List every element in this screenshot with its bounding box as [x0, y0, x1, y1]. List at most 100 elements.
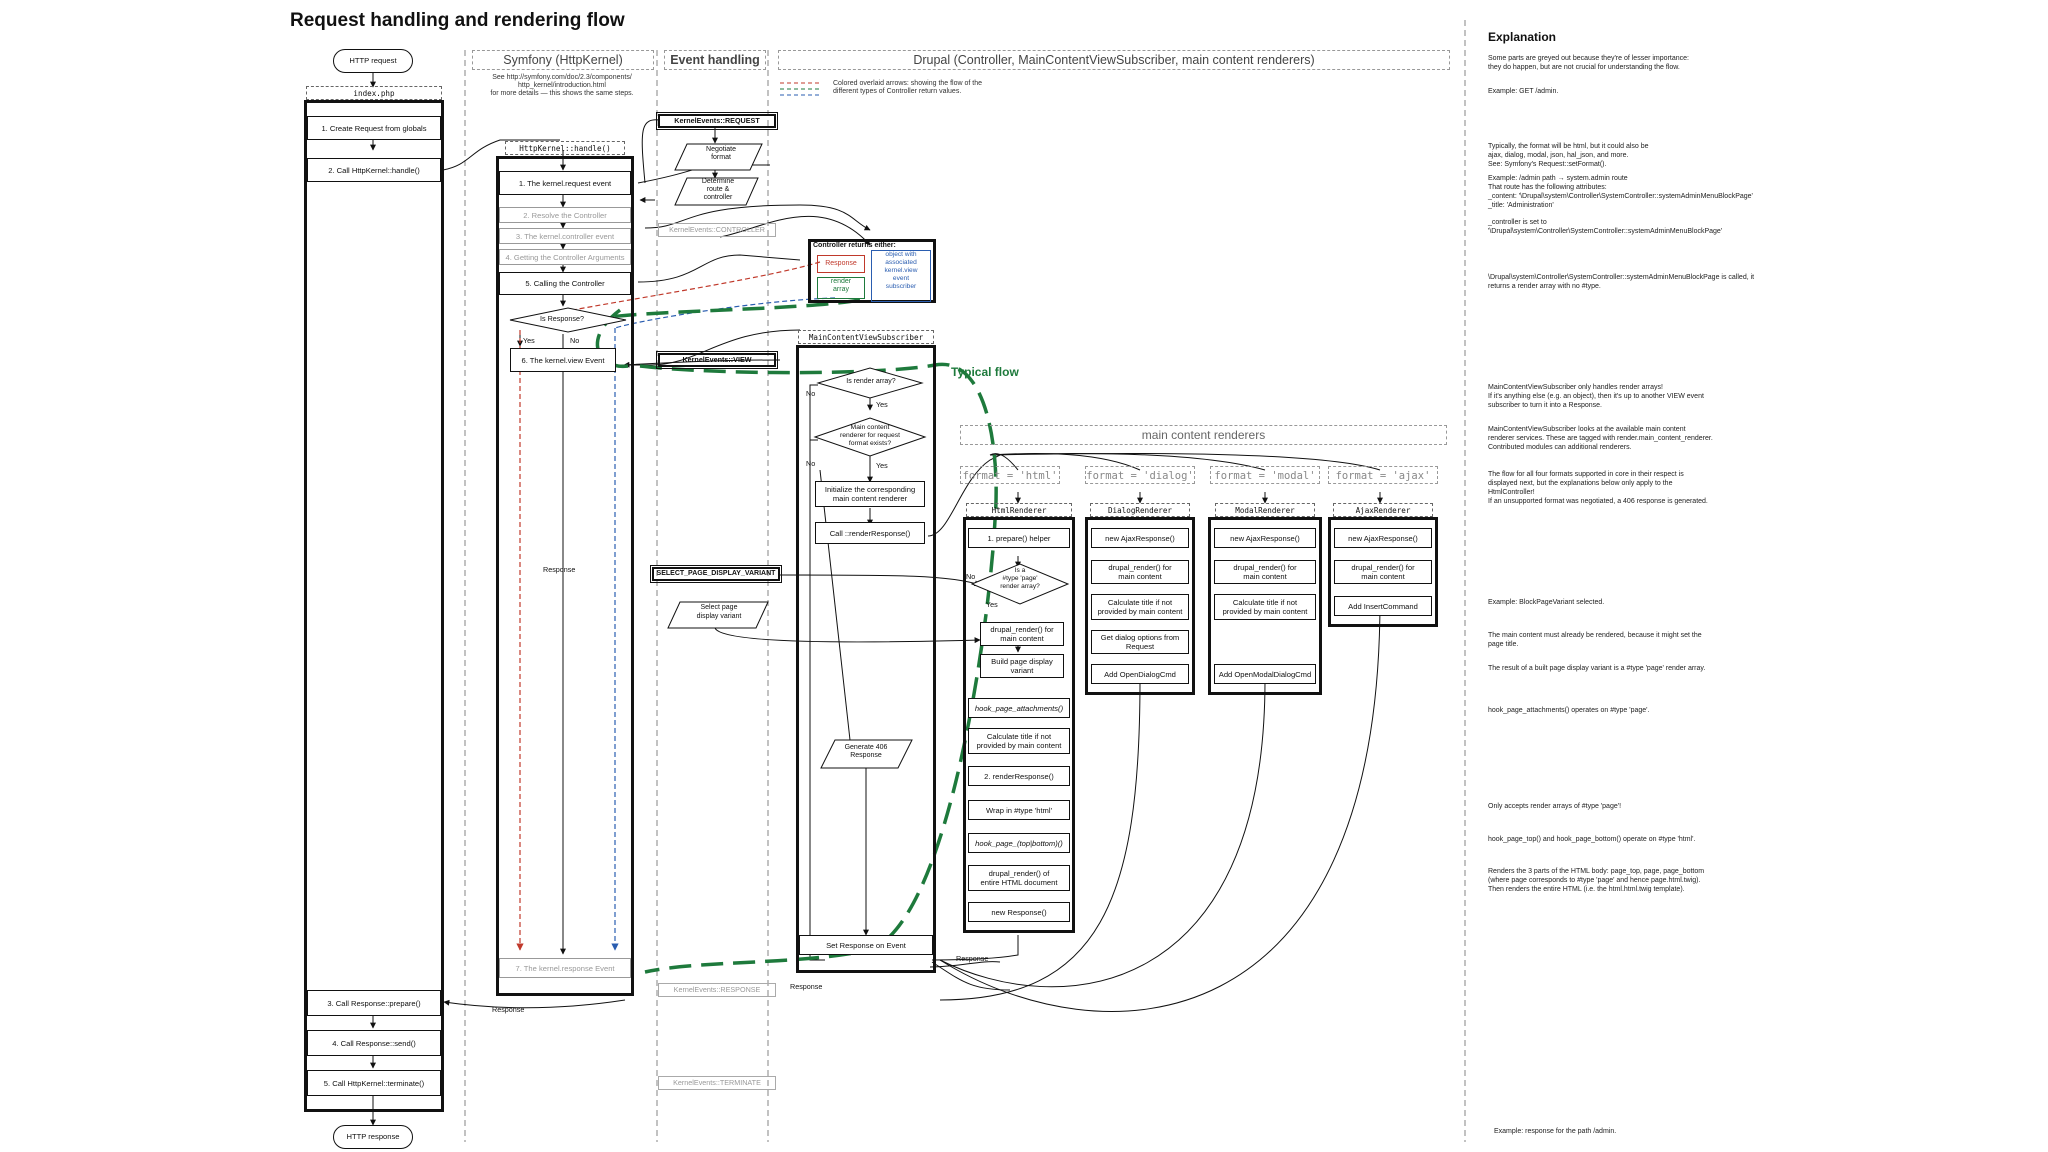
dialog-step-2: drupal_render() for main content [1091, 560, 1189, 584]
format-modal: format = 'modal' [1210, 466, 1320, 484]
explanation-note-controller: _controller is set to '\Drupal\system\Co… [1488, 219, 1723, 235]
html-step-render-response: 2. renderResponse() [968, 766, 1070, 786]
kernel-step-5: 5. Calling the Controller [499, 272, 631, 295]
returns-object: object with associated kernel.view event… [871, 250, 931, 302]
controller-returns-box: Controller returns either: Response rend… [808, 239, 936, 303]
event-response: KernelEvents::RESPONSE [658, 983, 776, 997]
returns-render-array: render array [817, 277, 865, 299]
lane-header-events: Event handling [664, 50, 766, 70]
index-connectors [370, 73, 626, 1126]
explanation-note-example-response: Example: response for the path /admin. [1494, 1128, 1617, 1135]
html-response-label: Response [956, 954, 989, 963]
format-html: format = 'html' [960, 466, 1060, 484]
symfony-docs-note: See http://symfony.com/doc/2.3/component… [490, 74, 634, 97]
subscriber-column [796, 345, 936, 973]
index-step-4: 4. Call Response::send() [307, 1030, 441, 1056]
html-step-page-top-bottom: hook_page_(top|bottom)() [968, 833, 1070, 853]
returns-response: Response [817, 255, 865, 273]
html-decision: Is a #type 'page' render array? [1000, 567, 1040, 590]
renderer-exists: Main content renderer for request format… [839, 424, 901, 447]
lane-header-symfony: Symfony (HttpKernel) [472, 50, 654, 70]
kernel-step-2: 2. Resolve the Controller [499, 207, 631, 223]
html-step-build-variant: Build page display variant [980, 654, 1064, 678]
html-step-prepare: 1. prepare() helper [968, 528, 1070, 548]
kernel-step-6: 6. The kernel.view Event [510, 348, 616, 372]
format-dialog: format = 'dialog' [1085, 466, 1195, 484]
call-render-response: Call ::renderResponse() [815, 522, 925, 544]
parallelogram-shapes [667, 143, 913, 769]
explanation-note-renderers: MainContentViewSubscriber looks at the a… [1488, 426, 1713, 451]
explanation-note-built-variant: The result of a built page display varia… [1488, 665, 1706, 672]
explanation-note-subscriber: MainContentViewSubscriber only handles r… [1488, 384, 1704, 409]
html-decision-no: No [966, 572, 976, 581]
index-php-header: index.php [306, 86, 442, 100]
subscriber-response-label: Response [790, 982, 823, 991]
explanation-note-route: Example: /admin path → system.admin rout… [1488, 175, 1753, 209]
html-decision-yes: Yes [986, 600, 998, 609]
is-response-yes: Yes [523, 336, 535, 345]
typical-flow-label: Typical flow [951, 365, 1019, 379]
modal-renderer-header: ModalRenderer [1215, 503, 1315, 517]
dialog-renderer-column [1085, 517, 1195, 695]
renderer-exists-no: No [806, 459, 816, 468]
kernel-step-7: 7. The kernel.response Event [499, 958, 631, 978]
render-array-no: No [806, 389, 816, 398]
kernel-step-4: 4. Getting the Controller Arguments [499, 249, 631, 265]
dialog-step-3: Calculate title if not provided by main … [1091, 594, 1189, 620]
modal-step-3: Calculate title if not provided by main … [1214, 594, 1316, 620]
http-response-terminal: HTTP response [333, 1125, 413, 1149]
event-connectors [639, 119, 981, 644]
renderer-exists-yes: Yes [876, 461, 888, 470]
ajax-renderer-column [1328, 517, 1438, 627]
explanation-title: Explanation [1488, 30, 1557, 44]
init-renderer: Initialize the corresponding main conten… [815, 481, 925, 507]
ajax-step-1: new AjaxResponse() [1334, 528, 1432, 548]
event-view: KernelEvents::VIEW [656, 351, 778, 369]
negotiate-format: Negotiate format [706, 146, 736, 161]
format-ajax: format = 'ajax' [1328, 466, 1438, 484]
dialog-step-4: Get dialog options from Request [1091, 630, 1189, 654]
modal-renderer-column [1208, 517, 1322, 695]
explanation-note-called: \Drupal\system\Controller\SystemControll… [1488, 274, 1755, 290]
kernel-step-3: 3. The kernel.controller event [499, 228, 631, 244]
render-array-yes: Yes [876, 400, 888, 409]
lane-separators [464, 20, 1466, 1142]
kernel-response-label: Response [543, 565, 576, 574]
explanation-note-main-content: The main content must already be rendere… [1488, 632, 1702, 648]
set-response-on-event: Set Response on Event [799, 935, 933, 955]
explanation-note-example-get: Example: GET /admin. [1488, 88, 1559, 95]
html-step-new-response: new Response() [968, 902, 1070, 922]
explanation-note-greyed: Some parts are greyed out because they'r… [1488, 55, 1689, 71]
explanation-note-top-bottom: hook_page_top() and hook_page_bottom() o… [1488, 836, 1696, 843]
index-step-1: 1. Create Request from globals [307, 116, 441, 140]
modal-step-1: new AjaxResponse() [1214, 528, 1316, 548]
generate-406: Generate 406 Response [844, 744, 888, 759]
modal-step-4: Add OpenModalDialogCmd [1214, 664, 1316, 684]
http-request-terminal: HTTP request [333, 49, 413, 73]
kernel-handle-column [496, 156, 634, 996]
determine-route: Determine route & controller [701, 178, 735, 201]
event-request: KernelEvents::REQUEST [656, 112, 778, 130]
select-page-variant: Select page display variant [696, 604, 742, 620]
html-step-calc-title: Calculate title if not provided by main … [968, 728, 1070, 754]
event-terminate: KernelEvents::TERMINATE [658, 1076, 776, 1090]
html-renderer-column [963, 517, 1075, 933]
html-renderer-header: HtmlRenderer [966, 503, 1072, 517]
kernel-response-out: Response [492, 1005, 525, 1014]
event-controller: KernelEvents::CONTROLLER [658, 223, 776, 237]
kernel-step-1: 1. The kernel.request event [499, 171, 631, 195]
dialog-step-5: Add OpenDialogCmd [1091, 664, 1189, 684]
is-render-array: Is render array? [846, 378, 896, 385]
html-step-wrap-html: Wrap in #type 'html' [968, 800, 1070, 820]
renderer-connectors [931, 453, 1383, 1012]
ajax-step-3: Add InsertCommand [1334, 596, 1432, 616]
dialog-step-1: new AjaxResponse() [1091, 528, 1189, 548]
index-step-2: 2. Call HttpKernel::handle() [307, 158, 441, 182]
controller-returns-title: Controller returns either: [813, 242, 896, 249]
index-php-column [304, 100, 444, 1112]
event-select-variant: SELECT_PAGE_DISPLAY_VARIANT [650, 565, 782, 583]
explanation-note-attachments: hook_page_attachments() operates on #typ… [1488, 707, 1650, 714]
explanation-note-variant: Example: BlockPageVariant selected. [1488, 599, 1605, 606]
index-step-5: 5. Call HttpKernel::terminate() [307, 1070, 441, 1096]
explanation-note-renders: Renders the 3 parts of the HTML body: pa… [1488, 868, 1705, 893]
